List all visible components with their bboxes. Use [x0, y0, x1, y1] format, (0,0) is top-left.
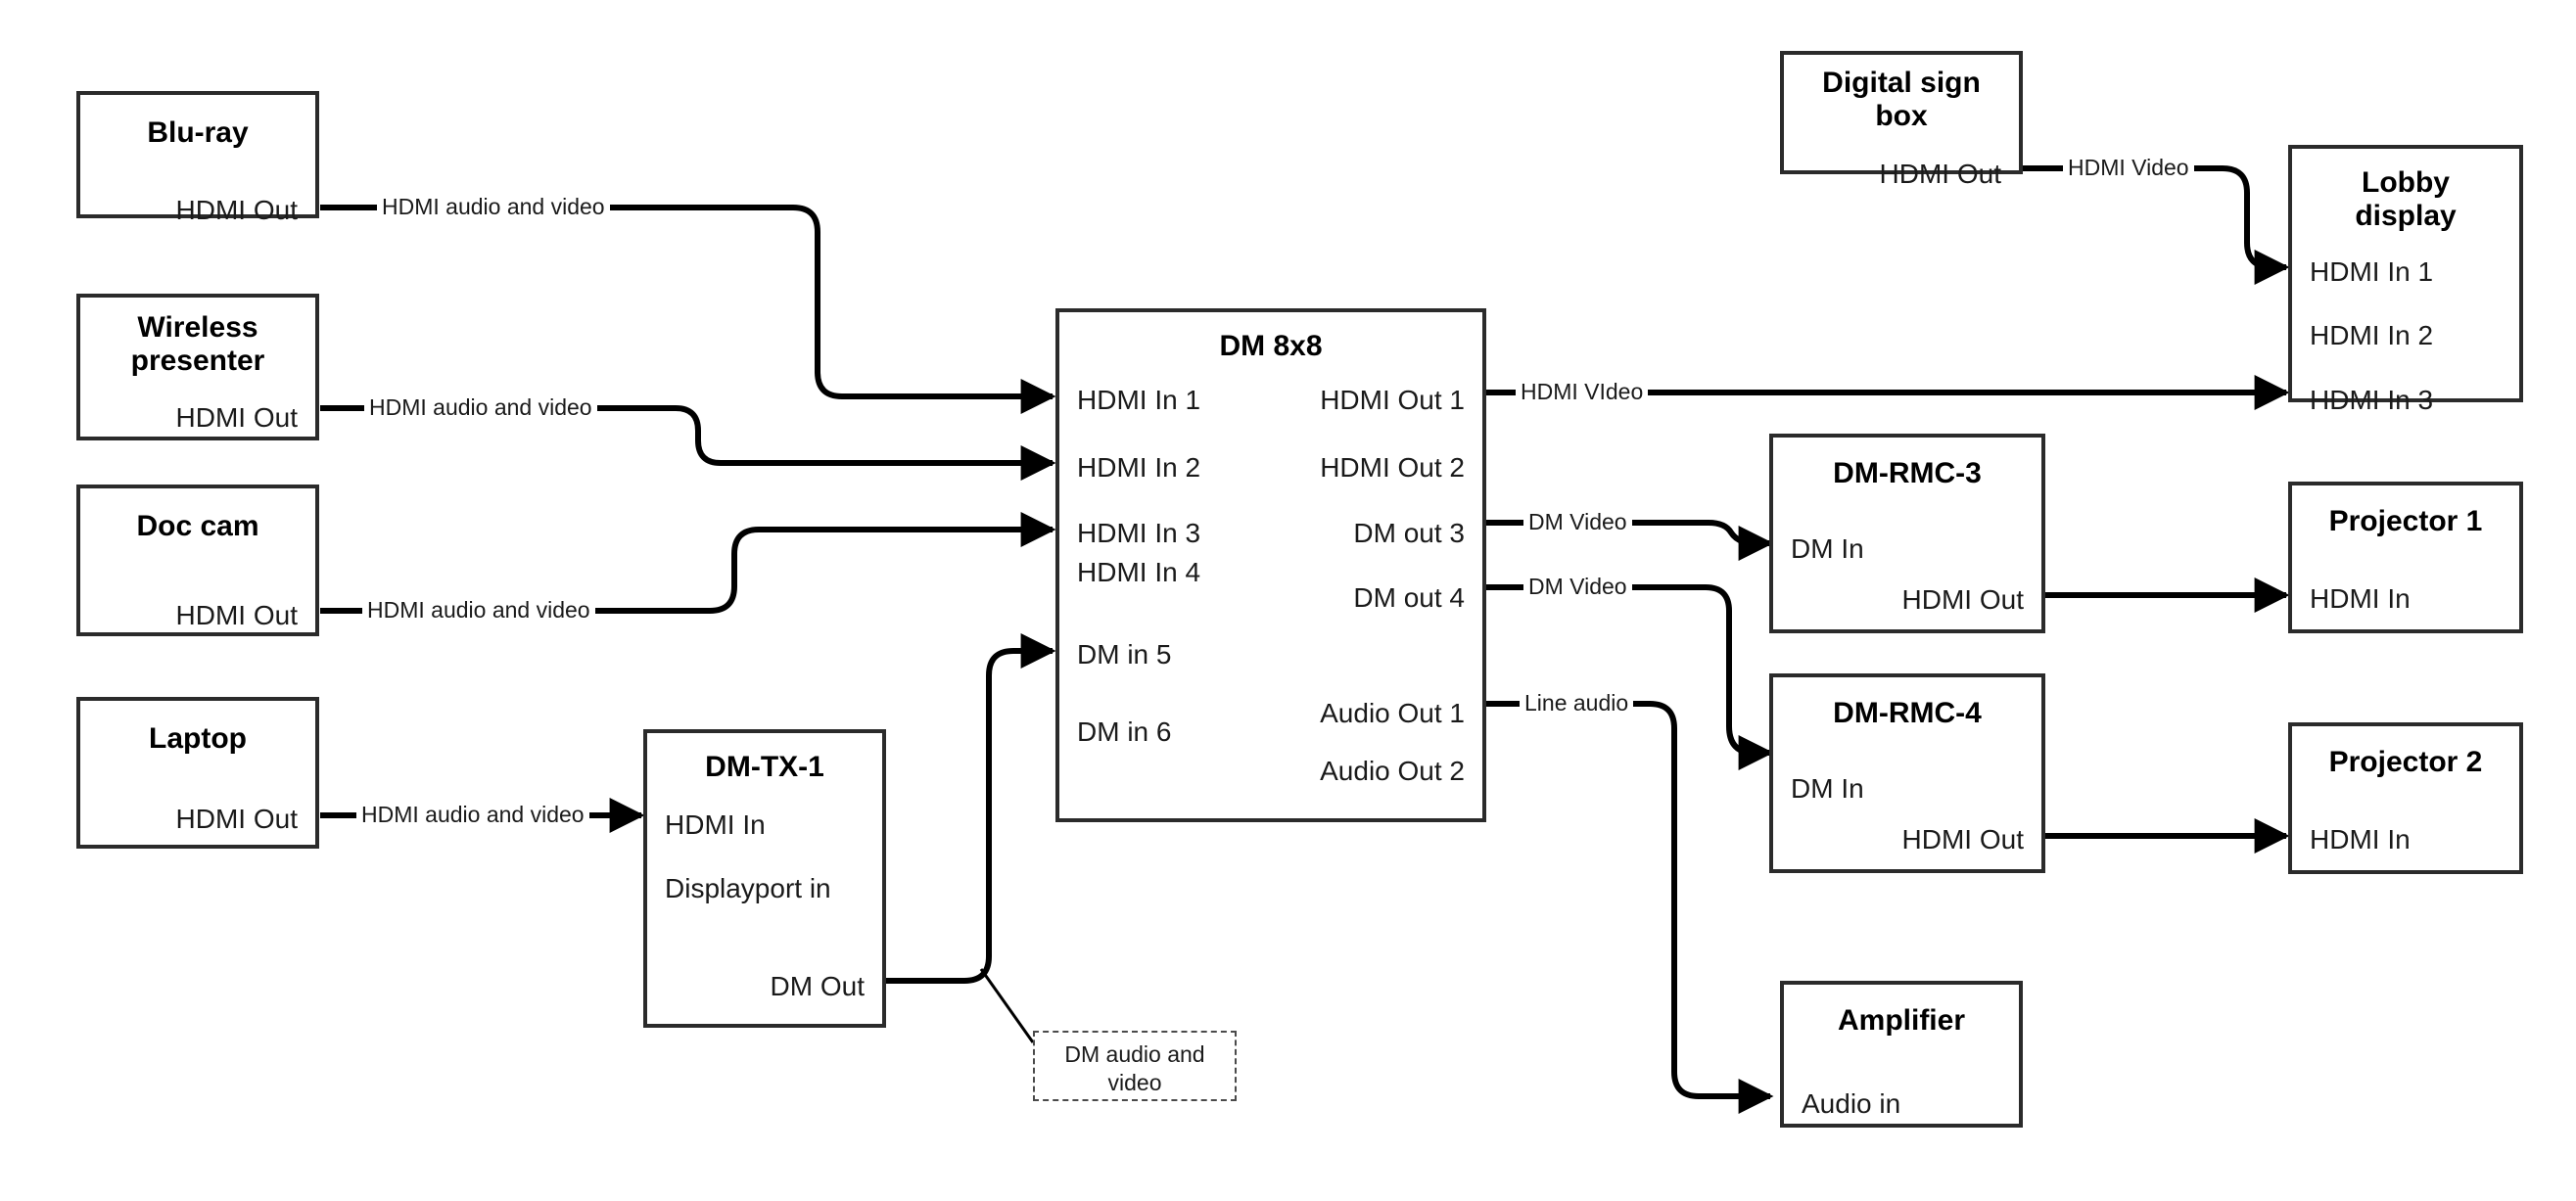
digitalsign-title-line1: Digital sign [1822, 67, 1981, 99]
dm8x8-port-hdmi-in-3: HDMI In 3 [1077, 518, 1201, 548]
node-dm-rmc-4[interactable]: DM-RMC-4 DM In HDMI Out [1769, 673, 2045, 873]
digitalsign-title-line2: box [1875, 100, 1928, 132]
projector2-title: Projector 2 [2328, 746, 2483, 778]
dmrmc4-port-dm-in: DM In [1791, 773, 1864, 804]
wire-dm8x8-out3-to-rmc3 [1481, 520, 1774, 561]
projector2-port-hdmi-in: HDMI In [2310, 824, 2411, 855]
edge-label-dm-video-4: DM Video [1523, 576, 1632, 598]
dm8x8-port-hdmi-in-2: HDMI In 2 [1077, 452, 1201, 483]
amplifier-port-audio-in: Audio in [1802, 1088, 1901, 1119]
lobby-port-hdmi-in-2: HDMI In 2 [2310, 320, 2434, 350]
dmrmc4-title: DM-RMC-4 [1833, 697, 1982, 729]
dm8x8-port-hdmi-out-2: HDMI Out 2 [1320, 452, 1465, 483]
edge-label-wireless-hdmi-av: HDMI audio and video [364, 396, 597, 419]
edge-label-dm-video-3: DM Video [1523, 511, 1632, 533]
edge-label-laptop-hdmi-av: HDMI audio and video [356, 804, 589, 826]
edge-label-hdmi-video-out1: HDMI VIdeo [1516, 381, 1649, 403]
dm8x8-port-dm-out-3: DM out 3 [1353, 518, 1465, 548]
wire-doccam-to-dm8x8-in3 [320, 512, 1056, 614]
wire-dm8x8-aout1-to-amplifier [1481, 701, 1774, 1114]
dm8x8-title: DM 8x8 [1219, 330, 1323, 362]
node-digital-sign-box[interactable]: Digital sign box HDMI Out [1780, 51, 2023, 188]
dmrmc3-port-hdmi-out: HDMI Out [1901, 584, 2024, 615]
dm8x8-port-hdmi-out-1: HDMI Out 1 [1320, 385, 1465, 415]
digitalsign-port-hdmi-out: HDMI Out [1879, 159, 2001, 189]
node-bluray[interactable]: Blu-ray HDMI Out [76, 91, 319, 224]
dmtx1-title: DM-TX-1 [705, 751, 824, 783]
projector1-port-hdmi-in: HDMI In [2310, 583, 2411, 614]
node-doc-cam[interactable]: Doc cam HDMI Out [76, 485, 319, 636]
wireless-title-line1: Wireless [137, 311, 258, 344]
note-line-2: video [1107, 1069, 1162, 1095]
edge-label-line-audio: Line audio [1520, 692, 1634, 715]
dmrmc3-title: DM-RMC-3 [1833, 457, 1982, 489]
node-dm-rmc-3[interactable]: DM-RMC-3 DM In HDMI Out [1769, 434, 2045, 633]
node-dm-8x8[interactable]: DM 8x8 HDMI In 1 HDMI In 2 HDMI In 3 HDM… [1055, 308, 1486, 822]
dmtx1-port-displayport-in: Displayport in [665, 873, 831, 903]
doccam-title: Doc cam [136, 510, 259, 542]
wire-dmtx1-to-dm8x8-in5 [886, 633, 1056, 984]
dmrmc4-port-hdmi-out: HDMI Out [1901, 824, 2024, 855]
edge-label-doccam-hdmi-av: HDMI audio and video [362, 599, 595, 622]
node-wireless-presenter[interactable]: Wireless presenter HDMI Out [76, 294, 319, 440]
wireless-port-hdmi-out: HDMI Out [175, 402, 298, 433]
dm8x8-port-dm-in-6: DM in 6 [1077, 716, 1172, 747]
dm8x8-port-hdmi-in-4: HDMI In 4 [1077, 557, 1201, 587]
node-laptop[interactable]: Laptop HDMI Out [76, 697, 319, 849]
wire-dm8x8-out4-to-rmc4 [1481, 584, 1774, 770]
dm8x8-port-hdmi-in-1: HDMI In 1 [1077, 385, 1201, 415]
lobby-title-line1: Lobby [2362, 166, 2450, 199]
wireless-title-line2: presenter [130, 345, 265, 377]
wire-sign-to-lobby-in1 [2019, 165, 2290, 285]
doccam-port-hdmi-out: HDMI Out [175, 600, 298, 630]
node-lobby-display[interactable]: Lobby display HDMI In 1 HDMI In 2 HDMI I… [2288, 145, 2523, 414]
wire-bluray-to-dm8x8-in1 [320, 205, 1056, 414]
dmtx1-port-hdmi-in: HDMI In [665, 809, 766, 840]
bluray-port-hdmi-out: HDMI Out [175, 195, 298, 225]
dmtx1-port-dm-out: DM Out [770, 971, 865, 1001]
wire-wireless-to-dm8x8-in2 [320, 405, 1056, 481]
lobby-port-hdmi-in-3: HDMI In 3 [2310, 385, 2434, 415]
edge-label-bluray-hdmi-av: HDMI audio and video [377, 196, 610, 218]
dm8x8-port-dm-out-4: DM out 4 [1353, 582, 1465, 613]
wire-dmtx1-note-leader [979, 968, 1035, 1043]
dmrmc3-port-dm-in: DM In [1791, 533, 1864, 564]
bluray-title: Blu-ray [147, 116, 249, 149]
lobby-title-line2: display [2355, 200, 2457, 232]
note-dm-audio-and-video: DM audio and video [1033, 1031, 1237, 1101]
note-line-1: DM audio and [1064, 1041, 1205, 1067]
node-dm-tx-1[interactable]: DM-TX-1 HDMI In Displayport in DM Out [643, 729, 886, 1028]
node-amplifier[interactable]: Amplifier Audio in [1780, 981, 2023, 1128]
projector1-title: Projector 1 [2328, 505, 2483, 537]
dm8x8-port-audio-out-1: Audio Out 1 [1320, 698, 1465, 728]
dm8x8-port-dm-in-5: DM in 5 [1077, 639, 1172, 670]
node-projector-2[interactable]: Projector 2 HDMI In [2288, 722, 2523, 874]
laptop-title: Laptop [149, 722, 247, 755]
amplifier-title: Amplifier [1837, 1004, 1966, 1037]
edge-label-hdmi-video-sign: HDMI Video [2063, 157, 2194, 179]
laptop-port-hdmi-out: HDMI Out [175, 804, 298, 834]
lobby-port-hdmi-in-1: HDMI In 1 [2310, 256, 2434, 287]
node-projector-1[interactable]: Projector 1 HDMI In [2288, 482, 2523, 633]
dm8x8-port-audio-out-2: Audio Out 2 [1320, 756, 1465, 786]
